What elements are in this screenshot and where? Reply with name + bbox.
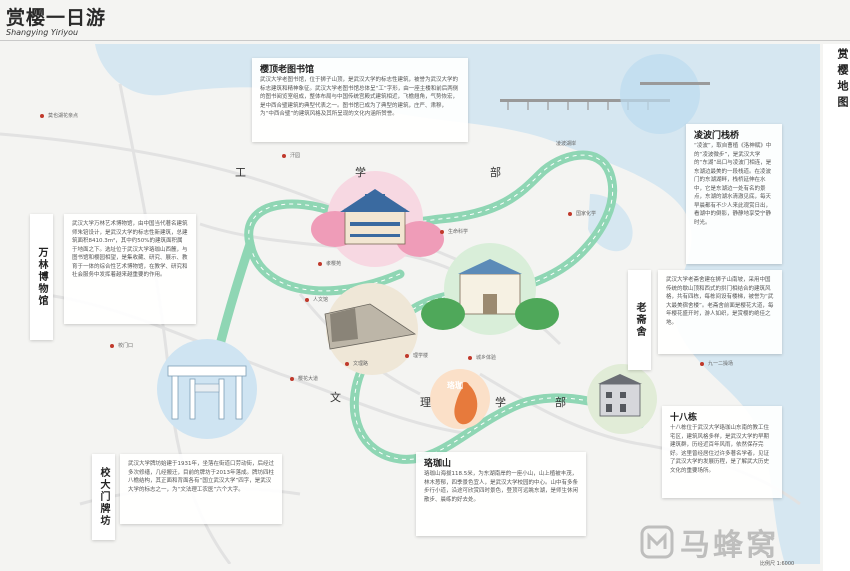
district-char-bu2: 部 [555,396,566,409]
luojia-title: 珞珈山 [424,459,452,469]
laozhai-desc: 武汉大学老斋舍建在狮子山南坡，采用中国传统的歇山顶和西式的拱门相结合的建筑风格，… [666,277,774,326]
museum-vertical-title: 万林博物馆 [30,214,53,340]
sidebar-title: 赏樱地图 [836,48,849,112]
gate-vertical-title: 校大门牌坊 [92,454,115,540]
library-title: 樱顶老图书馆 [260,65,315,75]
shiba-illustration [598,374,642,417]
east-lake [95,44,820,564]
page-subtitle: Shangying Yiriyou [6,28,79,37]
place-marker[interactable] [290,377,294,381]
district-char-wen: 文 [330,391,341,404]
place-label: 凌波湖岸 [556,141,577,147]
header-divider [0,40,850,41]
place-label: 孝樱苑 [326,261,342,267]
shiba-title: 十八栋 [670,413,698,423]
gate-desc: 武汉大学牌坊始建于1931年，坐落在街道口劳动街，后经过多次修缮，几经搬迁，目前… [128,461,274,493]
luojia-circle-label: 珞珈 [447,381,463,390]
place-label: 城乡体验 [476,355,497,361]
place-label: 生命科学 [448,229,469,235]
place-label: 人文馆 [313,297,329,303]
laozhai-vertical-title: 老斋舍 [628,270,651,370]
district-char-li: 理 [420,396,431,409]
place-marker[interactable] [568,212,572,216]
district-char-xue1: 学 [355,166,366,179]
gate-card[interactable]: 武汉大学牌坊始建于1931年，坐落在街道口劳动街，后经过多次修缮，几经搬迁，目前… [120,454,282,524]
place-label: 理学楼 [413,353,429,359]
library-desc: 武汉大学老图书馆，位于狮子山顶，是武汉大学的标志性建筑，被誉为武汉大学的标志建筑… [260,77,459,117]
place-label: 九一二操场 [708,361,734,367]
luojia-desc: 珞珈山海拔118.5米，为东湖南岸的一座小山，山上植被丰茂，林木葱郁，四季景色宜… [424,471,579,503]
lingbo-desc: “凌波”，取自曹植《洛神赋》中的“凌波微步”，是武汉大学的“东湖”出口与凌波门相… [694,143,772,226]
watermark-text: 马蜂窝 [680,528,779,563]
laozhai-card[interactable]: 武汉大学老斋舍建在狮子山南坡，采用中国传统的歇山顶和西式的拱门相结合的建筑风格，… [658,270,782,354]
shiba-card[interactable]: 十八栋 十八栋位于武汉大学珞珈山东南的教工住宅区，建筑风格多样，是武汉大学的早期… [662,406,782,498]
place-marker[interactable] [405,354,409,358]
laozhai-illustration [421,259,559,330]
mafengwo-logo-icon [640,525,674,559]
library-illustration [311,189,444,257]
museum-card[interactable]: 武汉大学万林艺术博物馆，由中国当代著名建筑师朱锫设计，是武汉大学的标志性新建筑，… [64,214,196,324]
library-card[interactable]: 樱顶老图书馆 武汉大学老图书馆，位于狮子山顶，是武汉大学的标志性建筑，被誉为武汉… [252,58,468,142]
luojia-card[interactable]: 珞珈山 珞珈山海拔118.5米，为东湖南岸的一座小山，山上植被丰茂，林木葱郁，四… [416,452,586,536]
map-sidebar: 赏樱地图 [823,44,850,571]
page-title: 赏樱一日游 [6,7,107,29]
place-marker[interactable] [282,154,286,158]
place-marker[interactable] [318,262,322,266]
place-marker[interactable] [40,114,44,118]
campus-map[interactable]: 工 学 部 文 理 学 部 珞珈 莫也湖花亲点 汗园 孝樱苑 国家化学 生命科学… [0,44,850,567]
museum-illustration [324,303,417,350]
shiba-desc: 十八栋位于武汉大学珞珈山东南的教工住宅区，建筑风格多样，是武汉大学的早期建筑群，… [670,425,770,474]
map-scale: 比例尺 1:6000 [760,561,795,567]
place-marker[interactable] [110,344,114,348]
luojia-illustration [454,382,478,425]
place-marker[interactable] [345,362,349,366]
lingbo-title: 凌波门栈桥 [694,131,740,141]
page-header: 赏樱一日游 Shangying Yiriyou [0,0,850,44]
place-label: 文理路 [353,361,369,367]
place-marker[interactable] [468,356,472,360]
district-char-xue2: 学 [495,396,506,409]
place-label: 莫也湖花亲点 [48,113,79,119]
place-marker[interactable] [700,362,704,366]
place-label: 汗园 [290,153,301,159]
place-marker[interactable] [440,230,444,234]
bridge-illustration [500,54,710,134]
lingbo-card[interactable]: 凌波门栈桥 “凌波”，取自曹植《洛神赋》中的“凌波微步”，是武汉大学的“东湖”出… [686,124,782,264]
place-label: 国家化学 [576,211,597,217]
gate-illustration [167,365,247,420]
place-label: 樱花大道 [298,376,319,382]
district-char-gong: 工 [235,166,246,179]
museum-desc: 武汉大学万林艺术博物馆，由中国当代著名建筑师朱锫设计，是武汉大学的标志性新建筑，… [72,221,188,278]
district-char-bu1: 部 [490,166,501,179]
watermark: 马蜂窝 [640,520,779,564]
place-marker[interactable] [305,298,309,302]
place-label: 校门口 [118,343,134,349]
